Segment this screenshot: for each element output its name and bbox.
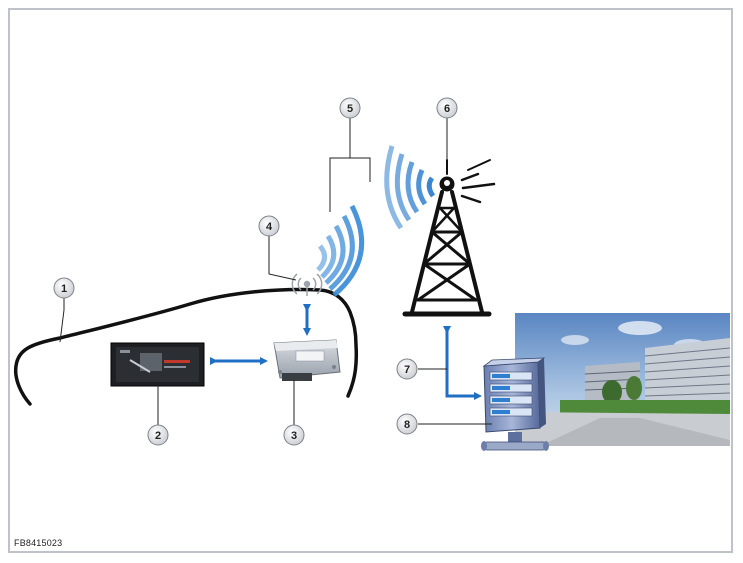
callout-6-label: 6	[444, 103, 450, 115]
vehicle-antenna-icon	[291, 273, 323, 296]
callout-1-label: 1	[61, 283, 67, 295]
callout-4-label: 4	[266, 221, 273, 233]
callout-4: 4	[258, 215, 280, 237]
callout-6: 6	[436, 97, 458, 119]
figure-frame	[8, 8, 733, 553]
callout-3-label: 3	[291, 430, 297, 442]
telematics-control-unit	[273, 339, 341, 381]
transmission-tower-icon	[402, 159, 496, 317]
callout-3: 3	[283, 424, 305, 446]
office-building-photo	[515, 313, 731, 446]
callout-leader-lines	[59, 118, 492, 426]
callout-5-label: 5	[347, 103, 353, 115]
figure-id-label: FB8415023	[14, 538, 63, 548]
callout-8-label: 8	[404, 419, 410, 431]
callout-2-label: 2	[155, 430, 161, 442]
leader-line-1	[59, 297, 65, 343]
callout-8: 8	[396, 413, 418, 435]
callout-5: 5	[339, 97, 361, 119]
leader-line-4	[268, 236, 297, 281]
leader-line-5	[329, 118, 351, 212]
backend-server-icon	[481, 357, 549, 451]
callout-1: 1	[53, 277, 75, 299]
leader-line-5b	[350, 157, 371, 182]
callout-7: 7	[396, 358, 418, 380]
vehicle-outline	[13, 287, 359, 406]
radio-wave-tower-side	[384, 145, 436, 230]
radio-wave-vehicle-side	[316, 204, 365, 297]
callout-2: 2	[147, 424, 169, 446]
callout-7-label: 7	[404, 364, 410, 376]
tower-to-server-arrow	[443, 326, 482, 400]
head-unit-display	[110, 342, 205, 387]
